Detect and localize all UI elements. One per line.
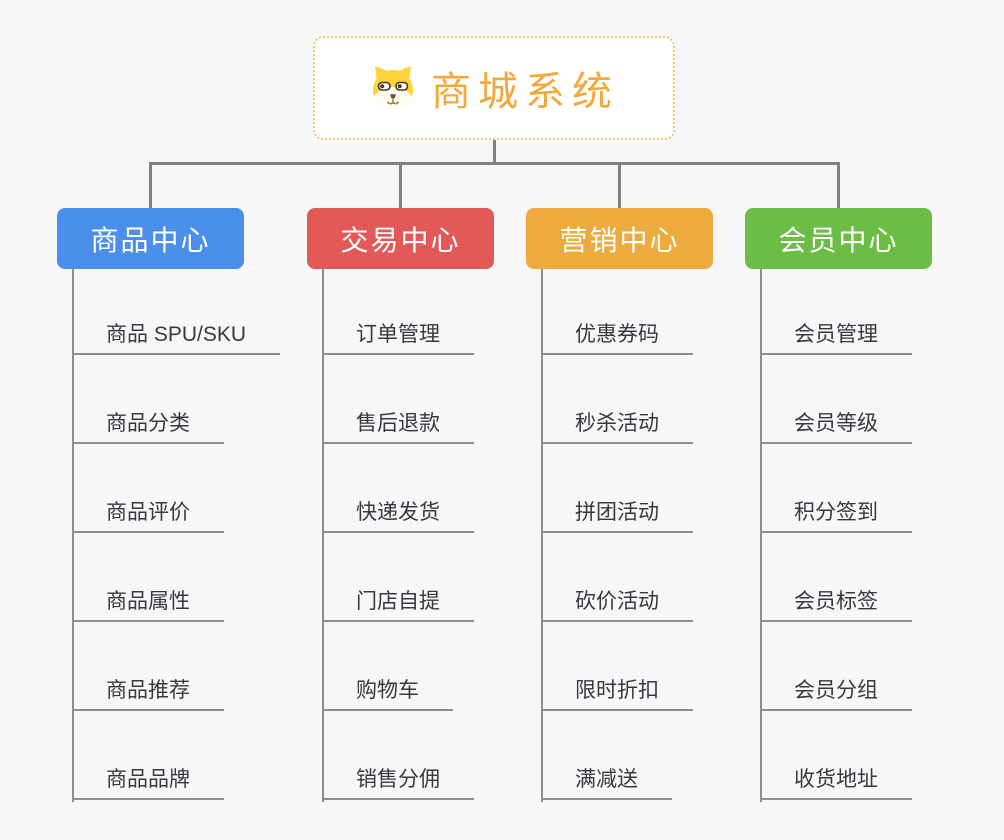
leaf-node[interactable]: 快递发货: [322, 493, 474, 533]
leaf-node[interactable]: 会员管理: [760, 315, 912, 355]
leaf-node[interactable]: 砍价活动: [541, 582, 693, 622]
leaf-node[interactable]: 售后退款: [322, 404, 474, 444]
branch-leaf-connector: [760, 269, 762, 802]
leaf-node[interactable]: 会员等级: [760, 404, 912, 444]
connector-stub-member: [837, 162, 840, 208]
leaf-node[interactable]: 商品推荐: [72, 671, 224, 711]
dog-face-icon: [373, 66, 413, 110]
branch-node-product-center[interactable]: 商品中心: [57, 208, 244, 269]
root-node[interactable]: 商城系统: [313, 36, 675, 140]
leaf-node[interactable]: 商品 SPU/SKU: [72, 315, 281, 355]
branch-node-trade-center[interactable]: 交易中心: [307, 208, 494, 269]
leaf-node[interactable]: 会员标签: [760, 582, 912, 622]
branch-leaf-connector: [322, 269, 324, 802]
leaf-node[interactable]: 满减送: [541, 760, 672, 800]
leaf-node[interactable]: 订单管理: [322, 315, 474, 355]
leaf-node[interactable]: 拼团活动: [541, 493, 693, 533]
branch-column-trade: 交易中心 订单管理 售后退款 快递发货 门店自提 购物车 销售分佣: [307, 208, 567, 818]
branch-node-member-center[interactable]: 会员中心: [745, 208, 932, 269]
connector-stub-trade: [399, 162, 402, 208]
leaf-node[interactable]: 积分签到: [760, 493, 912, 533]
connector-root-stub: [493, 140, 496, 163]
leaf-node[interactable]: 会员分组: [760, 671, 912, 711]
leaf-node[interactable]: 限时折扣: [541, 671, 693, 711]
leaf-node[interactable]: 商品品牌: [72, 760, 224, 800]
leaf-node[interactable]: 商品评价: [72, 493, 224, 533]
leaf-node[interactable]: 秒杀活动: [541, 404, 693, 444]
leaf-node[interactable]: 门店自提: [322, 582, 474, 622]
leaf-node[interactable]: 商品属性: [72, 582, 224, 622]
leaf-node[interactable]: 销售分佣: [322, 760, 474, 800]
leaf-node[interactable]: 购物车: [322, 671, 453, 711]
connector-bus: [149, 162, 840, 165]
leaf-node[interactable]: 优惠券码: [541, 315, 693, 355]
branch-column-product: 商品中心 商品 SPU/SKU 商品分类 商品评价 商品属性 商品推荐 商品品牌: [57, 208, 317, 818]
root-title: 商城系统: [431, 70, 619, 114]
branch-leaf-connector: [72, 269, 74, 802]
leaf-node[interactable]: 收货地址: [760, 760, 912, 800]
branch-column-member: 会员中心 会员管理 会员等级 积分签到 会员标签 会员分组 收货地址: [745, 208, 1004, 818]
leaf-node[interactable]: 商品分类: [72, 404, 224, 444]
connector-stub-marketing: [618, 162, 621, 208]
connector-stub-product: [149, 162, 152, 208]
branch-node-marketing-center[interactable]: 营销中心: [526, 208, 713, 269]
branch-column-marketing: 营销中心 优惠券码 秒杀活动 拼团活动 砍价活动 限时折扣 满减送: [526, 208, 786, 818]
branch-leaf-connector: [541, 269, 543, 802]
